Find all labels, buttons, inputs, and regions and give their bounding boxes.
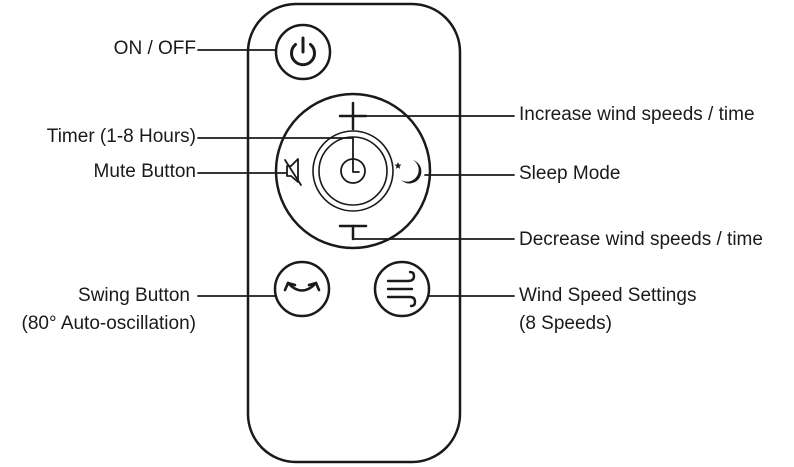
leader-lines: [197, 49, 515, 297]
label-increase: Increase wind speeds / time: [519, 104, 755, 125]
mute-icon[interactable]: [284, 158, 302, 186]
label-timer: Timer (1-8 Hours): [46, 126, 196, 147]
label-decrease: Decrease wind speeds / time: [519, 229, 763, 250]
label-swing: Swing Button: [78, 285, 190, 306]
minus-icon[interactable]: [338, 224, 368, 241]
wind-speed-button[interactable]: [373, 260, 431, 318]
leader-timer: [197, 137, 354, 164]
remote-body: [246, 2, 462, 464]
label-mute: Mute Button: [93, 161, 196, 182]
moon-icon[interactable]: [394, 160, 422, 184]
label-sleep: Sleep Mode: [519, 163, 621, 184]
power-button[interactable]: [274, 23, 332, 81]
label-on-off: ON / OFF: [113, 38, 196, 59]
swing-icon: [283, 281, 321, 292]
wind-icon: [386, 270, 417, 308]
power-icon: [290, 36, 316, 67]
label-wind-speed: Wind Speed Settings: [519, 285, 697, 306]
label-swing-detail: (80° Auto-oscillation): [21, 313, 196, 334]
swing-button[interactable]: [273, 260, 331, 318]
label-wind-speed-detail: (8 Speeds): [519, 313, 612, 334]
control-ring: [274, 92, 432, 250]
